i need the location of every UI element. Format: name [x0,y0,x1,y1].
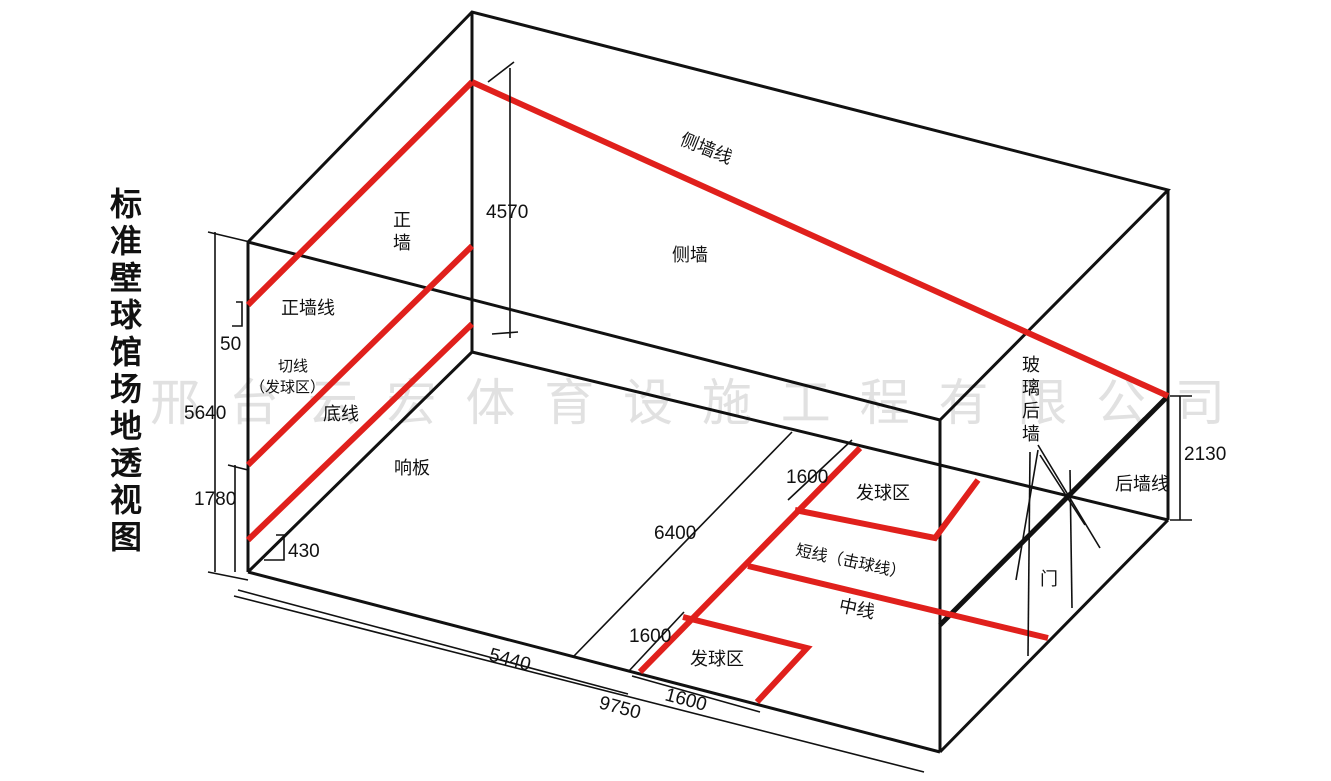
title-char: 图 [109,518,142,556]
label-back-wall-line: 后墙线 [1115,474,1169,495]
title-char: 地 [109,407,142,445]
label-cut-line: 切线 [278,357,308,375]
room-outline [246,10,1171,754]
dimension-lines [207,61,1192,773]
label-front-wall-1: 正 [393,210,411,231]
back-wall-line [938,394,1170,627]
dim-5440: 5440 [487,645,533,676]
tin-line-red [245,321,475,543]
dim-430: 430 [288,541,320,562]
label-service-box-near: 发球区 [690,649,744,670]
side-wall-line-red [470,79,1170,399]
title-char: 球 [109,296,142,334]
dim-9750: 9750 [597,693,643,724]
label-front-wall-line: 正墙线 [281,298,335,319]
dim-6400-line [573,431,793,657]
glass-wall-pointers [1015,444,1101,657]
glass-pointer-2 [1039,454,1086,526]
dim-1600-near-side: 1600 [629,626,671,647]
dim-50-bracket [232,301,243,327]
service-box-near-red [682,614,813,705]
glass-pointer-1 [1037,444,1101,549]
title-char: 场 [109,370,142,408]
title-char: 标 [109,185,142,223]
short-line-red [637,445,863,675]
door-line-right [1069,469,1073,609]
dim-430-bracket [264,534,285,561]
dim-9750-line [233,595,925,773]
label-glass-3: 后 [1022,401,1040,422]
dim-4570-tick-bot [491,331,519,335]
door-line-3 [1027,451,1031,657]
title-char: 壁 [109,259,142,297]
label-glass-4: 墙 [1022,424,1040,445]
top-front-edge [247,240,941,422]
diagram-title: 标 准 壁 球 馆 场 地 透 视 图 [104,186,148,556]
label-side-wall: 侧墙 [672,245,708,266]
door-line-left [1015,449,1039,581]
dim-5640-tick-bot [207,571,249,581]
dim-4570: 4570 [486,202,528,223]
half-court-line-red [747,563,1049,641]
label-glass-1: 玻 [1022,355,1040,376]
dim-1600-far-line [787,439,853,501]
front-wall-line-red [245,79,475,308]
dim-50: 50 [220,334,241,355]
dimension-values: 4570 5640 50 1780 430 2130 6400 1600 160… [184,202,1226,724]
label-side-wall-line: 侧墙线 [677,129,735,169]
label-service-box-far: 发球区 [856,483,910,504]
dim-1780-tick [227,464,249,471]
dim-1600-front-line [631,675,761,713]
dim-2130: 2130 [1184,444,1226,465]
dim-5640: 5640 [184,403,226,424]
dim-1600-near-line [627,611,685,673]
dim-6400: 6400 [654,523,696,544]
dim-4570-tick-top [487,61,515,83]
label-door: 门 [1040,569,1058,590]
court-lines [245,79,1170,705]
floor-near-edge [938,518,1170,754]
title-char: 透 [109,444,142,482]
dim-5640-tick-top [207,231,251,243]
label-cut-line-note: （发球区） [250,378,325,396]
label-half-court-line: 中线 [837,595,877,623]
top-edges [246,10,1171,422]
dim-1780: 1780 [194,489,236,510]
service-box-far-red [794,478,981,542]
title-char: 馆 [109,333,142,371]
title-char: 视 [109,481,142,519]
floor-left-edge [247,570,941,754]
label-tin: 响板 [394,458,430,479]
title-char: 准 [109,222,142,260]
label-glass-2: 璃 [1022,378,1040,399]
floor-right-edge [471,350,1169,522]
dim-1600-far: 1600 [786,467,828,488]
label-short-line: 短线（击球线） [794,540,908,582]
floor-back-edge [246,350,474,574]
label-front-wall-2: 墙 [393,233,411,254]
dim-5440-line [237,589,629,695]
cut-line-red [245,243,475,468]
label-bottom-line: 底线 [323,404,359,425]
